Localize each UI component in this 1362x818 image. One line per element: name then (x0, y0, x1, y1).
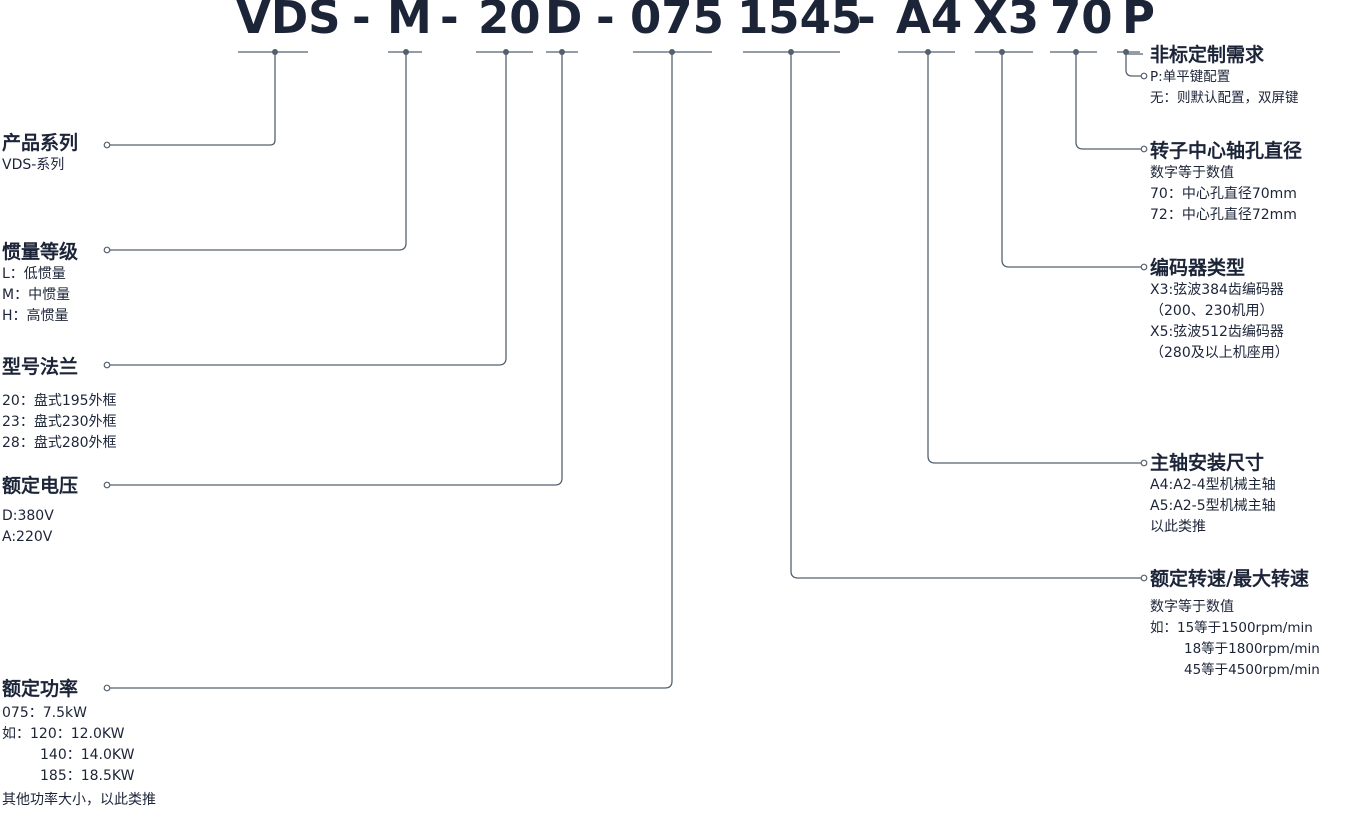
end-circle-inertia (103, 246, 111, 254)
label-voltage-line: A:220V (2, 529, 53, 545)
label-series: 产品系列 VDS-系列 (2, 131, 78, 176)
label-encoder-line: （200、230机用） (1150, 303, 1274, 319)
code-segment-075: 075 (630, 0, 724, 44)
end-circle-series (103, 141, 111, 149)
node-dot-vds (272, 49, 278, 55)
code-segment-20: 20 (478, 0, 541, 44)
label-speed: 额定转速/最大转速 数字等于数值 如：15等于1500rpm/min 18等于1… (1150, 567, 1320, 681)
label-rotor-bore-line: 72：中心孔直径72mm (1150, 207, 1297, 223)
node-dot-m (403, 49, 409, 55)
code-segment-m: M (387, 0, 432, 44)
connector-rotor-bore (1075, 52, 1141, 150)
label-power-line: 185：18.5KW (40, 768, 135, 784)
code-segment-70: 70 (1050, 0, 1113, 44)
connector-inertia (110, 52, 407, 251)
label-speed-line: 45等于4500rpm/min (1184, 662, 1320, 678)
label-speed-title: 额定转速/最大转速 (1150, 568, 1309, 590)
label-custom-line: P:单平键配置 (1150, 69, 1231, 85)
label-power: 额定功率 075：7.5kW 如：120：12.0KW 140：14.0KW 1… (2, 677, 156, 811)
label-power-line: 075：7.5kW (2, 705, 87, 721)
node-dot-1545 (788, 49, 794, 55)
node-dot-075 (669, 49, 675, 55)
code-segment-vds: VDS (236, 0, 341, 44)
label-encoder-line: （280及以上机座用） (1150, 345, 1289, 361)
code-segment-d: D (545, 0, 583, 44)
code-dash-4: - (857, 0, 876, 44)
label-encoder-line: X3:弦波384齿编码器 (1150, 282, 1284, 298)
label-series-title: 产品系列 (2, 132, 79, 154)
label-speed-line: 18等于1800rpm/min (1184, 641, 1320, 657)
label-spindle: 主轴安装尺寸 A4:A2-4型机械主轴 A5:A2-5型机械主轴 以此类推 (1150, 451, 1276, 538)
node-dot-a4 (925, 49, 931, 55)
end-circle-rotor-bore (1140, 145, 1148, 153)
label-power-line: 如：120：12.0KW (2, 726, 125, 742)
label-speed-line: 数字等于数值 (1150, 599, 1234, 615)
label-spindle-line: 以此类推 (1150, 519, 1206, 535)
label-rotor-bore-line: 70：中心孔直径70mm (1150, 186, 1297, 202)
end-circle-voltage (103, 481, 111, 489)
label-inertia-line: L：低惯量 (2, 266, 66, 282)
node-dot-x3 (999, 49, 1005, 55)
end-circle-custom (1140, 72, 1148, 80)
label-rotor-bore-title: 转子中心轴孔直径 (1150, 140, 1303, 162)
node-dot-70 (1073, 49, 1079, 55)
label-inertia-title: 惯量等级 (2, 241, 79, 263)
label-rotor-bore-line: 数字等于数值 (1150, 165, 1234, 181)
label-encoder: 编码器类型 X3:弦波384齿编码器 （200、230机用） X5:弦波512齿… (1150, 256, 1289, 364)
connector-voltage (110, 52, 563, 486)
label-series-line: VDS-系列 (2, 157, 65, 173)
code-segment-1545: 1545 (737, 0, 863, 44)
label-custom: 非标定制需求 P:单平键配置 无：则默认配置，双屏键 (1150, 43, 1299, 109)
connector-encoder (1001, 52, 1141, 268)
label-inertia-line: H：高惯量 (2, 308, 69, 324)
code-dash-1: - (352, 0, 371, 44)
code-segment-x3: X3 (973, 0, 1040, 44)
connector-series (110, 52, 276, 146)
code-dash-2: - (440, 0, 459, 44)
connector-spindle (927, 52, 1141, 464)
label-flange-line: 28：盘式280外框 (2, 435, 117, 451)
end-circle-spindle (1140, 459, 1148, 467)
connector-flange (110, 52, 507, 366)
label-flange-title: 型号法兰 (2, 356, 79, 378)
node-dot-20 (503, 49, 509, 55)
label-voltage-line: D:380V (2, 508, 54, 524)
label-flange-line: 20：盘式195外框 (2, 393, 117, 409)
connector-custom-b (1125, 52, 1141, 77)
code-segment-a4: A4 (896, 0, 963, 44)
label-custom-title: 非标定制需求 (1150, 44, 1265, 66)
end-circle-speed (1140, 574, 1148, 582)
label-custom-line: 无：则默认配置，双屏键 (1150, 90, 1299, 106)
label-power-title: 额定功率 (2, 678, 79, 700)
label-spindle-title: 主轴安装尺寸 (1150, 452, 1265, 474)
end-circle-flange (103, 361, 111, 369)
code-dash-3: - (596, 0, 615, 44)
label-voltage-title: 额定电压 (2, 475, 79, 497)
end-circle-power (103, 684, 111, 692)
label-encoder-line: X5:弦波512齿编码器 (1150, 324, 1284, 340)
label-spindle-line: A5:A2-5型机械主轴 (1150, 498, 1276, 514)
label-power-line: 140：14.0KW (40, 747, 135, 763)
label-encoder-title: 编码器类型 (1150, 257, 1246, 279)
node-dot-p (1123, 49, 1129, 55)
code-segment-p: P (1122, 0, 1155, 44)
label-voltage: 额定电压 D:380V A:220V (2, 474, 78, 548)
label-speed-line: 如：15等于1500rpm/min (1150, 620, 1313, 636)
label-flange: 型号法兰 20：盘式195外框 23：盘式230外框 28：盘式280外框 (2, 355, 117, 454)
label-power-line: 其他功率大小，以此类推 (2, 792, 156, 808)
end-circle-encoder (1140, 263, 1148, 271)
connector-speed (790, 52, 1141, 579)
label-flange-line: 23：盘式230外框 (2, 414, 117, 430)
label-inertia: 惯量等级 L：低惯量 M：中惯量 H：高惯量 (2, 240, 78, 327)
connector-power (110, 52, 673, 689)
label-spindle-line: A4:A2-4型机械主轴 (1150, 477, 1276, 493)
label-rotor-bore: 转子中心轴孔直径 数字等于数值 70：中心孔直径70mm 72：中心孔直径72m… (1150, 139, 1302, 226)
node-dot-d (559, 49, 565, 55)
label-inertia-line: M：中惯量 (2, 287, 71, 303)
